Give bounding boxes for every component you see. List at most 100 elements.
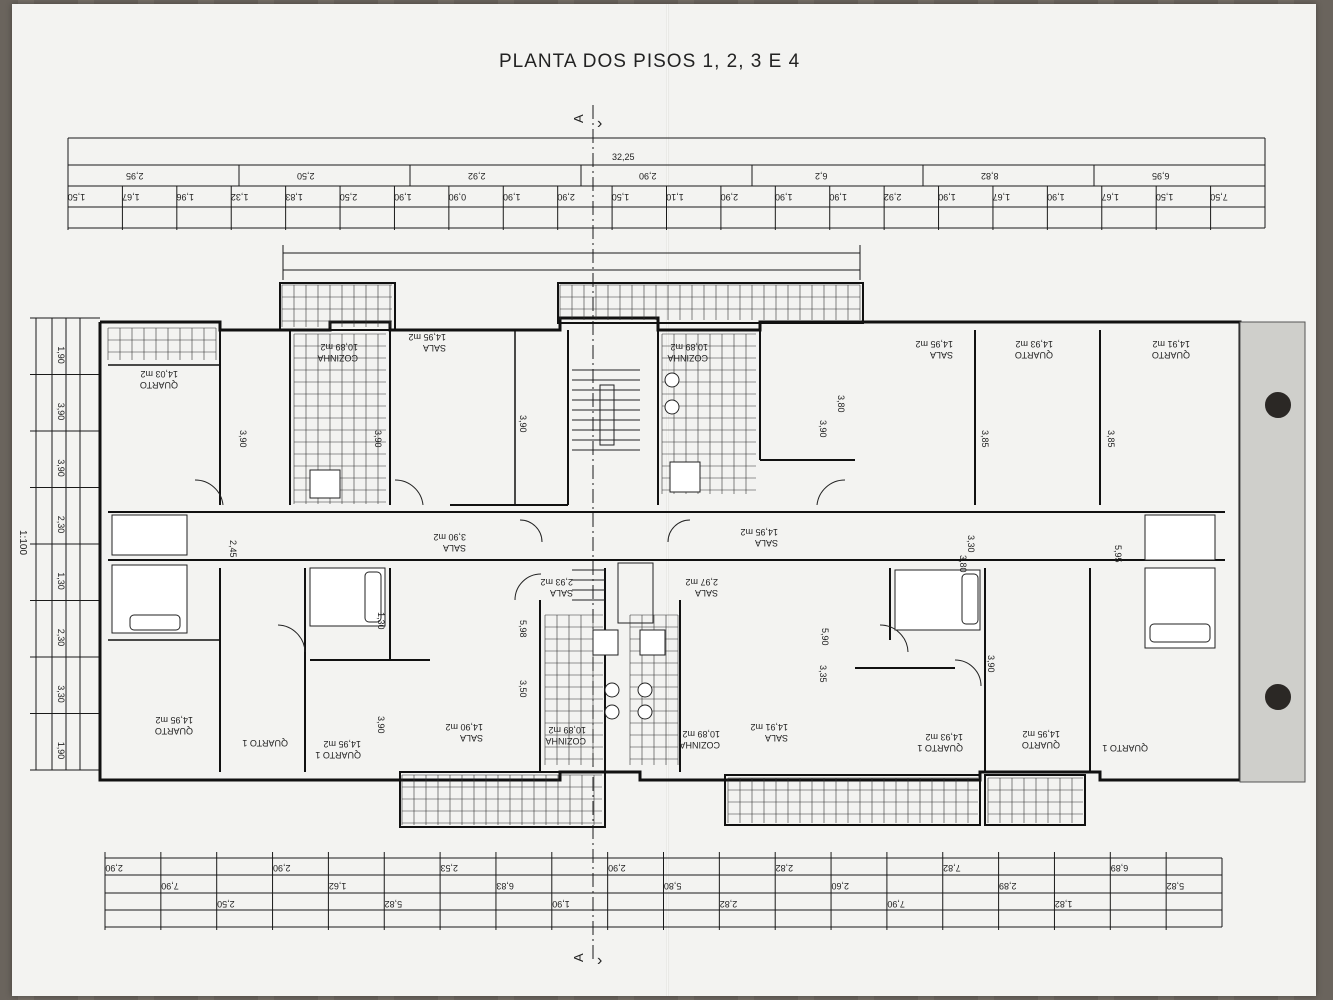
inner-dimension-label: 3,85: [1106, 430, 1116, 448]
dimension-label: 1,90: [1047, 192, 1065, 202]
room-area-sala-m1: 3,90 m2: [433, 532, 466, 542]
room-label-quarto-t4: QUARTO: [1152, 350, 1190, 360]
dimension-label: 7,90: [887, 899, 905, 909]
dimension-label: 1,67: [993, 192, 1011, 202]
section-marker-bottom: A: [571, 953, 586, 962]
room-label-sala-b1: SALA: [460, 733, 483, 743]
room-label-quarto-t3: QUARTO: [1015, 350, 1053, 360]
section-marker-top: A: [571, 114, 586, 123]
dimension-label: 1,83: [285, 192, 303, 202]
side-dimension-label: 2,30: [56, 516, 66, 534]
dimension-label: 5,82: [1167, 881, 1185, 891]
room-area-quarto-t4: 14,91 m2: [1152, 339, 1190, 349]
dimension-label: 1,96: [176, 192, 194, 202]
room-area-quarto-tl: 14,03 m2: [140, 369, 178, 379]
dimension-label: 5,82: [385, 899, 403, 909]
room-label-cozinha-b2: COZINHA: [680, 740, 721, 750]
dimension-label: 1,50: [68, 192, 86, 202]
dimension-label: 1,90: [938, 192, 956, 202]
room-label-quarto-b6: QUARTO 1: [1102, 743, 1148, 753]
dimension-label: 2,60: [831, 881, 849, 891]
inner-dimension-label: 5,98: [518, 620, 528, 638]
dimension-label: 6,83: [496, 881, 514, 891]
room-area-quarto-b4: 14,93 m2: [925, 732, 963, 742]
inner-dimension-label: 1,30: [376, 612, 386, 630]
side-dimension-label: 1,90: [56, 742, 66, 760]
inner-dimension-label: 3,50: [518, 680, 528, 698]
sheet-fold: [666, 4, 669, 996]
dimension-label: 1,82: [1055, 899, 1073, 909]
scale-label: 1:100: [17, 530, 28, 555]
dimension-label: 1,67: [122, 192, 140, 202]
dimension-label: 2,95: [126, 171, 144, 181]
room-label-quarto-b3: QUARTO 1: [315, 750, 361, 760]
dimension-label: 1,32: [231, 192, 249, 202]
dimension-label: 2,89: [999, 881, 1017, 891]
dimension-label: 7,50: [1210, 192, 1228, 202]
binder-hole-top: [1263, 390, 1293, 420]
room-area-quarto-bl: 14,95 m2: [155, 715, 193, 725]
dimension-label: 1,90: [552, 899, 570, 909]
side-dimension-label: 3,90: [56, 459, 66, 477]
dimension-label: 1,90: [503, 192, 521, 202]
inner-dimension-label: 3,90: [518, 415, 528, 433]
overall-width-label: 32,25: [612, 152, 635, 162]
dimension-label: 2,82: [776, 863, 794, 873]
inner-dimension-label: 3,90: [986, 655, 996, 673]
room-label-sala-m2: SALA: [755, 538, 778, 548]
inner-dimension-label: 3,90: [373, 430, 383, 448]
dimension-label: 8,82: [981, 171, 999, 181]
room-label-sala-b2: SALA: [765, 733, 788, 743]
dimension-label: 1,50: [612, 192, 630, 202]
drawing-title: PLANTA DOS PISOS 1, 2, 3 E 4: [499, 51, 801, 72]
side-dimension-label: 2,30: [56, 629, 66, 647]
elevator-shaft: [617, 562, 654, 624]
side-dimension-label: 1,30: [56, 572, 66, 590]
room-area-quarto-t3: 14,93 m2: [1015, 339, 1053, 349]
room-label-sala-t1: SALA: [423, 343, 446, 353]
inner-dimension-label: 3,90: [376, 716, 386, 734]
room-label-quarto-bl: QUARTO: [155, 726, 193, 736]
dimension-label: 1,90: [775, 192, 793, 202]
dimension-label: 7,82: [943, 863, 961, 873]
dimension-label: 2,90: [273, 863, 291, 873]
section-arrow-top: ›: [597, 115, 602, 132]
dimension-label: 1,90: [394, 192, 412, 202]
dimension-label: 2,90: [608, 863, 626, 873]
room-area-sala-b1: 14,90 m2: [445, 722, 483, 732]
dimension-label: 6,95: [1152, 171, 1170, 181]
dimension-label: 2,50: [340, 192, 358, 202]
side-dimension-label: 3,30: [56, 685, 66, 703]
room-label-quarto-b5: QUARTO: [1022, 740, 1060, 750]
room-area-quarto-b5: 14,95 m2: [1022, 729, 1060, 739]
dimension-label: 1,90: [829, 192, 847, 202]
room-label-sala-m3: SALA: [550, 588, 573, 598]
room-label-quarto-b2: QUARTO 1: [242, 738, 288, 748]
inner-dimension-label: 3,80: [958, 555, 968, 573]
room-area-cozinha-tl: 10,89 m2: [320, 342, 358, 352]
inner-dimension-label: 5,90: [820, 628, 830, 646]
dimension-label: 2,53: [440, 863, 458, 873]
inner-dimension-label: 3,90: [818, 420, 828, 438]
dimension-label: 2,82: [720, 899, 738, 909]
room-label-cozinha-tc: COZINHA: [668, 353, 709, 363]
inner-dimension-label: 3,80: [836, 395, 846, 413]
dimension-label: 6,2: [815, 171, 828, 181]
room-area-sala-b2: 14,91 m2: [750, 722, 788, 732]
inner-dimension-label: 3,30: [966, 535, 976, 553]
dimension-label: 2,90: [721, 192, 739, 202]
section-arrow-bottom: ›: [597, 952, 602, 969]
inner-dimension-label: 5,95: [1113, 545, 1123, 563]
inner-dimension-label: 3,35: [818, 665, 828, 683]
room-label-quarto-tl: QUARTO: [140, 380, 178, 390]
room-label-cozinha-b1: COZINHA: [546, 736, 587, 746]
room-label-cozinha-tl: COZINHA: [318, 353, 359, 363]
room-area-cozinha-b1: 10,89 m2: [548, 725, 586, 735]
room-area-sala-m2: 14,95 m2: [740, 527, 778, 537]
dimension-label: 5,80: [664, 881, 682, 891]
dimension-label: 1,67: [1101, 192, 1119, 202]
room-label-sala-m1: SALA: [443, 543, 466, 553]
room-area-quarto-b3: 14,95 m2: [323, 739, 361, 749]
side-dimension-label: 3,90: [56, 403, 66, 421]
room-area-sala-t2: 14,95 m2: [915, 339, 953, 349]
